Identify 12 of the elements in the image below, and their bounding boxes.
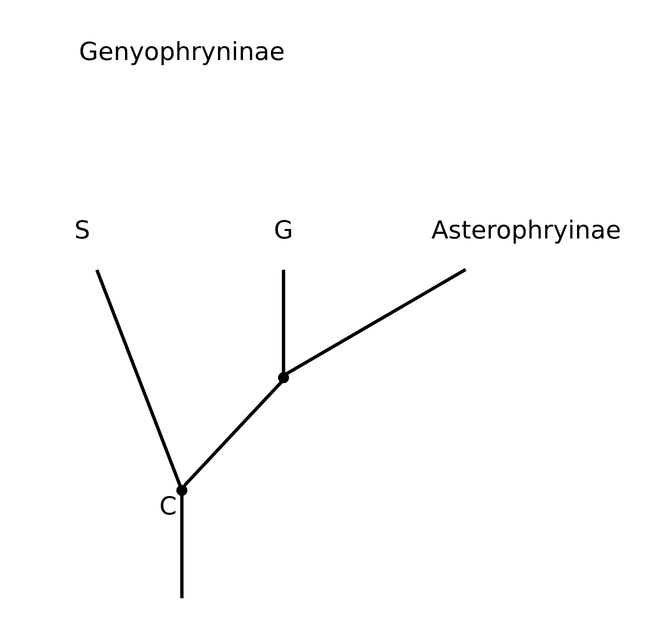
- node-text: S: [74, 216, 90, 245]
- node-point: [278, 372, 290, 384]
- node-label: C: [159, 492, 177, 521]
- connector: [282, 270, 286, 374]
- connector: [183, 380, 283, 487]
- connector: [95, 269, 182, 486]
- connector: [180, 494, 184, 598]
- node-text: Asterophryinae: [431, 216, 622, 245]
- label: Genyophryninae: [78, 37, 285, 66]
- node-text: G: [274, 216, 294, 245]
- connector: [285, 268, 467, 376]
- node-circle: [176, 484, 188, 496]
